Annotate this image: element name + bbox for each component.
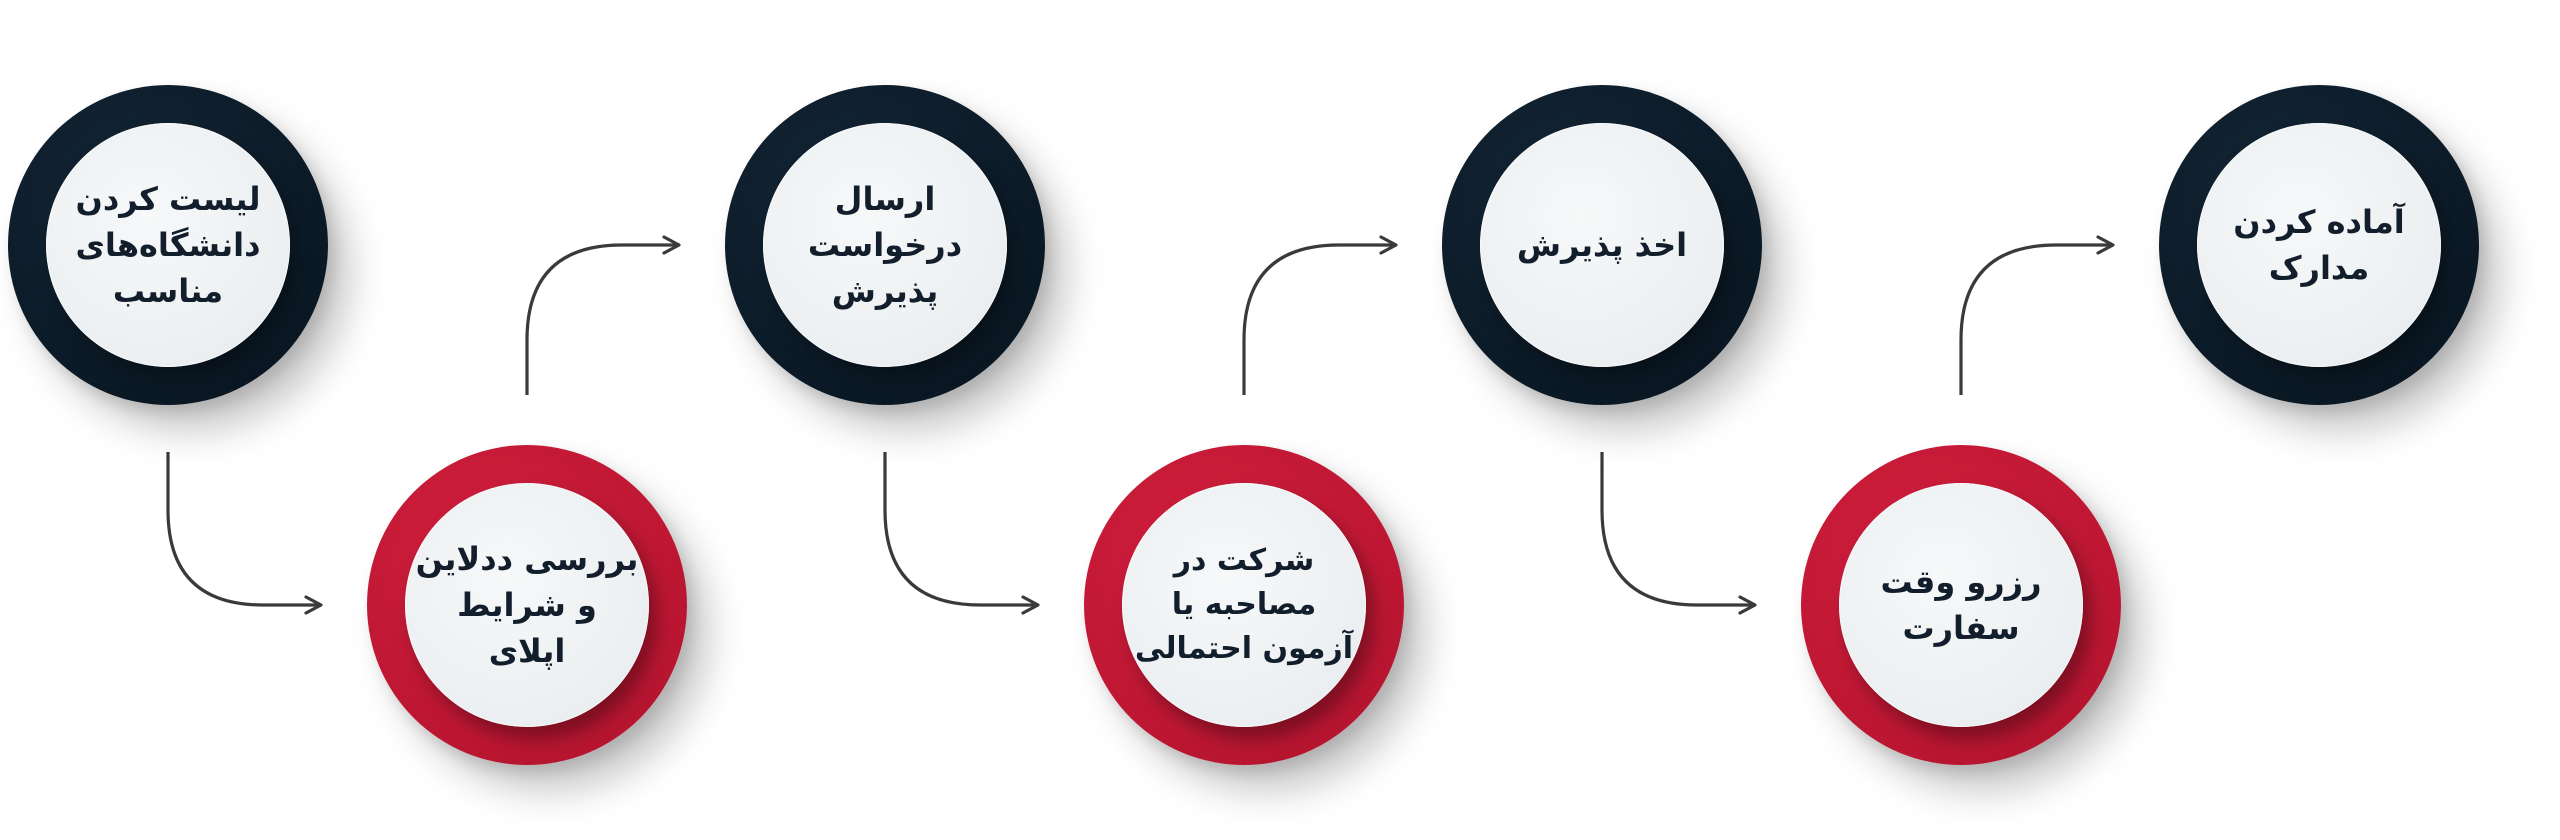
step-6-book-embassy-appointment: رزرو وقت سفارت <box>1801 445 2121 765</box>
connector-arrow-1-2 <box>166 452 323 615</box>
connector-arrow-2-3 <box>525 235 681 395</box>
connector-arrow-5-6 <box>1600 452 1757 615</box>
step-5-label: اخذ پذیرش <box>1516 226 1688 264</box>
step-1-disc: لیست کردن دانشگاه‌های مناسب <box>46 123 290 367</box>
step-4-interview-or-exam: شرکت در مصاحبه یا آزمون احتمالی <box>1084 445 1404 765</box>
step-2-label: بررسی ددلاین و شرایط اپلای <box>415 540 639 670</box>
step-1-list-universities: لیست کردن دانشگاه‌های مناسب <box>8 85 328 405</box>
connector-arrow-6-7 <box>1959 235 2115 395</box>
connector-arrow-3-4 <box>883 452 1040 615</box>
step-7-prepare-documents: آماده کردن مدارک <box>2159 85 2479 405</box>
step-4-disc: شرکت در مصاحبه یا آزمون احتمالی <box>1122 483 1366 727</box>
step-7-label: آماده کردن مدارک <box>2233 203 2405 287</box>
step-5-get-admission: اخذ پذیرش <box>1442 85 1762 405</box>
connector-arrow-4-5 <box>1242 235 1398 395</box>
step-5-disc: اخذ پذیرش <box>1480 123 1724 367</box>
step-2-check-deadlines: بررسی ددلاین و شرایط اپلای <box>367 445 687 765</box>
step-4-label: شرکت در مصاحبه یا آزمون احتمالی <box>1134 543 1354 666</box>
step-1-label: لیست کردن دانشگاه‌های مناسب <box>75 180 261 310</box>
step-3-send-application: ارسال درخواست پذیرش <box>725 85 1045 405</box>
step-3-label: ارسال درخواست پذیرش <box>807 180 963 310</box>
step-3-disc: ارسال درخواست پذیرش <box>763 123 1007 367</box>
step-6-disc: رزرو وقت سفارت <box>1839 483 2083 727</box>
step-2-disc: بررسی ددلاین و شرایط اپلای <box>405 483 649 727</box>
step-7-disc: آماده کردن مدارک <box>2197 123 2441 367</box>
step-6-label: رزرو وقت سفارت <box>1880 563 2042 647</box>
